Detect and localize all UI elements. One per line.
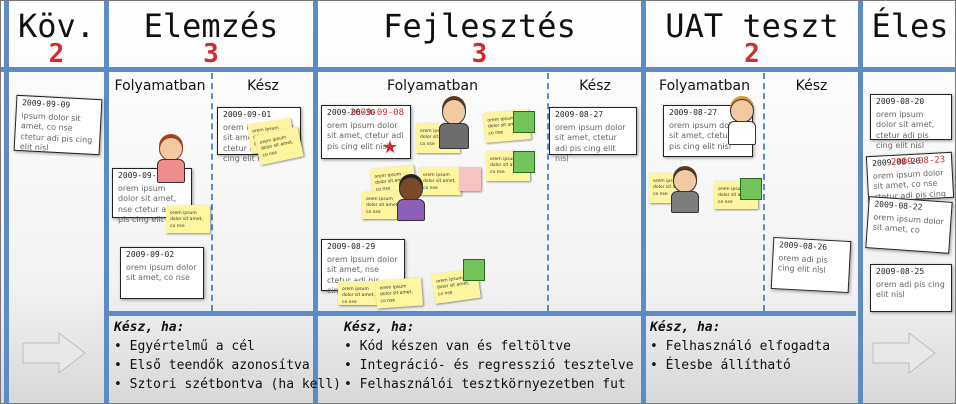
star-icon: ★: [382, 139, 398, 157]
subheader-done: Kész: [213, 78, 313, 94]
dod-divider: [104, 311, 856, 316]
dod-item: Élesbe állítható: [650, 357, 830, 376]
subheader-in-progress: Folyamatban: [646, 78, 763, 94]
story-card[interactable]: 2009-08-27 orem ipsum dolor sit amet, ct…: [549, 107, 637, 155]
dod-item: Integráció- és regresszió tesztelve: [344, 357, 634, 376]
wip-limit-fejlesztes: 3: [318, 39, 641, 69]
team-member-avatar: [394, 177, 426, 221]
story-card[interactable]: 2009-08-25 orem adi pis cing elit nisl: [870, 264, 952, 312]
avatar-head: [673, 169, 697, 193]
wip-limit-kov: 2: [9, 39, 104, 69]
story-card[interactable]: 2009-09-09 ipsum dolor sit amet, co nse …: [14, 95, 103, 155]
avatar-head: [399, 177, 423, 201]
avatar-head: [730, 99, 754, 123]
avatar-head: [159, 137, 183, 161]
wip-limit-uat: 2: [646, 39, 858, 69]
team-member-avatar: [726, 99, 756, 145]
sticky-note[interactable]: orem ipsum dolor sit amet, co nse: [166, 205, 210, 233]
owner-marker: [513, 151, 535, 173]
subheader-done: Kész: [765, 78, 858, 94]
sub-divider: [763, 73, 765, 311]
team-member-avatar: [668, 169, 700, 213]
story-card[interactable]: 2009-08-20 orem ipsum dolor sit amet, ct…: [870, 94, 952, 140]
flow-arrow-icon: [21, 331, 87, 375]
avatar-body: [397, 199, 425, 221]
story-card[interactable]: 2009-08-26 orem adi pis cing elit nisl: [771, 237, 852, 293]
avatar-body: [157, 159, 185, 183]
dod-item: Kód készen van és feltöltve: [344, 338, 634, 357]
definition-of-done-fejlesztes: Kész, ha: Kód készen van és feltöltve In…: [344, 319, 634, 394]
column-divider: [858, 1, 863, 403]
flow-arrow-icon: [871, 331, 937, 375]
subheader-done: Kész: [549, 78, 641, 94]
owner-marker: [463, 259, 485, 281]
story-card[interactable]: 2009-09-02 orem ipsum dolor sit amet, co…: [120, 247, 204, 299]
sub-divider: [211, 73, 213, 311]
dod-item: Felhasználói tesztkörnyezetben fut: [344, 376, 634, 395]
definition-of-done-uat: Kész, ha: Felhasználó elfogadta Élesbe á…: [650, 319, 830, 376]
avatar-head: [442, 99, 466, 125]
sticky-note[interactable]: orem ipsum dolor sit amet, co nse: [375, 277, 423, 308]
owner-marker: [513, 111, 535, 133]
wip-limit-elemzes: 3: [109, 39, 313, 69]
dod-item: Felhasználó elfogadta: [650, 338, 830, 357]
story-card[interactable]: 2009-08-20 2009-08-23 orem ipsum dolor s…: [866, 152, 954, 202]
avatar-body: [728, 121, 756, 145]
team-member-avatar: [153, 137, 187, 183]
dod-item: Első teendők azonosítva: [114, 357, 341, 376]
subheader-in-progress: Folyamatban: [318, 78, 547, 94]
dod-item: Sztori szétbontva (ha kell): [114, 376, 341, 395]
definition-of-done-elemzes: Kész, ha: Egyértelmű a cél Első teendők …: [114, 319, 341, 394]
sticky-note-pink[interactable]: [459, 167, 481, 191]
dod-item: Egyértelmű a cél: [114, 338, 341, 357]
avatar-body: [439, 123, 469, 149]
column-title-eles: Éles: [863, 7, 956, 45]
avatar-body: [671, 191, 699, 213]
story-card[interactable]: 2009-08-22 orem ipsum dolor sit amet, co: [865, 196, 952, 254]
team-member-avatar: [435, 99, 471, 149]
owner-marker: [740, 178, 762, 200]
subheader-in-progress: Folyamatban: [109, 78, 211, 94]
